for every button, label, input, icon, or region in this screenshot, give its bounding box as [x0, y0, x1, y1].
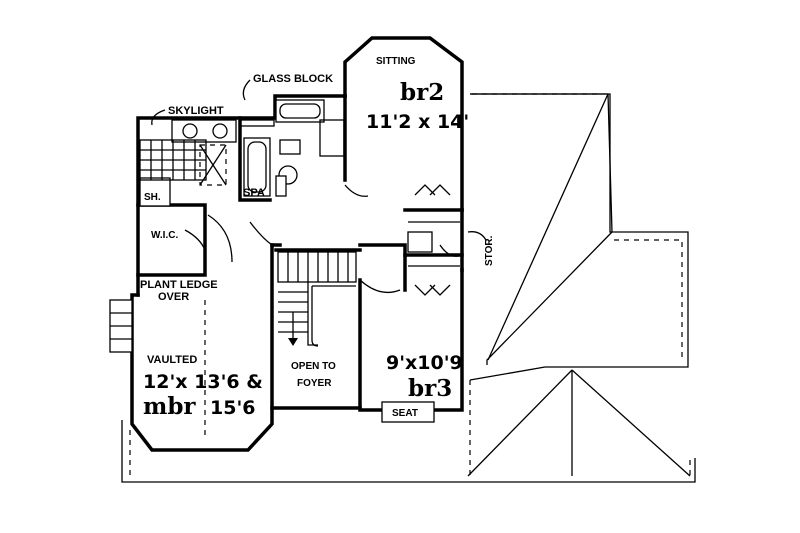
closet-shelves	[407, 184, 460, 296]
window-seat	[381, 401, 435, 423]
label-wic: W.I.C.	[151, 230, 178, 241]
label-spa: SPA	[243, 187, 265, 199]
bath-fixtures	[139, 99, 325, 207]
label-br3-dim: 9'x10'9	[386, 352, 463, 374]
roof-outline	[121, 93, 696, 483]
chimney	[109, 299, 133, 353]
stairs	[277, 251, 357, 347]
label-shower: SH.	[144, 192, 161, 203]
label-stor: STOR.	[484, 235, 495, 266]
label-vaulted: VAULTED	[147, 354, 197, 366]
label-br2: br2	[400, 79, 444, 106]
label-mbr-dim-1: 12'x 13'6 &	[143, 371, 263, 393]
skylight	[199, 144, 227, 186]
label-seat: SEAT	[392, 408, 418, 419]
walls	[130, 36, 464, 452]
label-sitting: SITTING	[376, 56, 416, 67]
label-glass-block: GLASS BLOCK	[253, 73, 333, 85]
label-open-to: OPEN TO	[291, 361, 336, 372]
leader-lines	[151, 79, 487, 241]
glass-block	[239, 119, 345, 157]
door-swings	[184, 184, 463, 294]
tile-grid	[139, 139, 207, 181]
label-br2-dim: 11'2 x 14'	[366, 111, 469, 133]
label-mbr-dim-2: 15'6	[210, 397, 255, 419]
label-skylight: SKYLIGHT	[168, 105, 224, 117]
label-mbr: mbr	[143, 393, 196, 420]
label-br3: br3	[408, 375, 452, 402]
label-foyer: FOYER	[297, 378, 332, 389]
label-plant-ledge: PLANT LEDGE	[140, 279, 218, 291]
label-plant-ledge-over: OVER	[158, 291, 189, 303]
